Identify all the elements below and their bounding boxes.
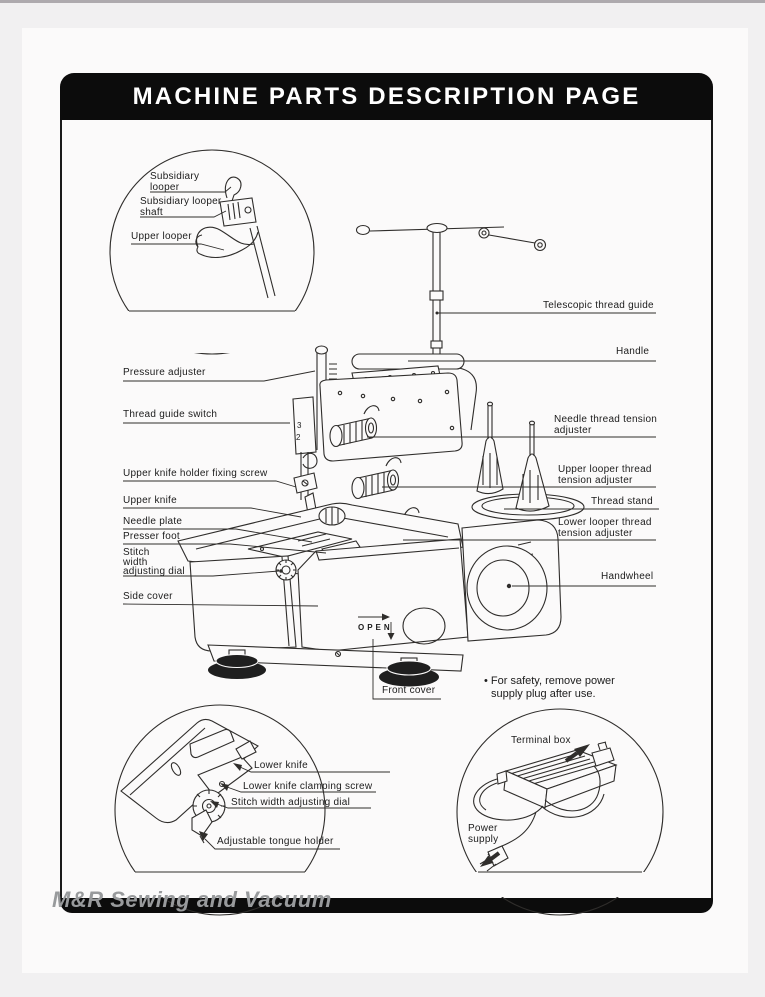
bottom-left-inset	[110, 704, 335, 916]
safety-note-line2: supply plug after use.	[491, 687, 596, 700]
label-thread-guide-switch: Thread guide switch	[123, 409, 218, 420]
label-stitch-width-adjusting-dial-inset: Stitch width adjusting dial	[231, 797, 351, 808]
label-adjustable-tongue-holder: Adjustable tongue holder	[217, 836, 334, 847]
label-upper-looper: Upper looper	[131, 231, 192, 242]
safety-note: • For safety, remove power supply plug a…	[484, 675, 659, 700]
bottom-bar	[60, 898, 713, 913]
bottom-right-inset	[450, 708, 672, 916]
switch-marking-3: 3	[297, 421, 302, 430]
leader-lines	[122, 186, 659, 850]
label-handwheel: Handwheel	[601, 571, 654, 582]
switch-marking-2: 2	[296, 433, 301, 442]
label-handle: Handle	[616, 346, 650, 357]
label-upper-knife: Upper knife	[123, 495, 177, 506]
label-front-cover: Front cover	[382, 685, 436, 696]
label-power-supply: Power supply	[468, 823, 499, 845]
title-bar: MACHINE PARTS DESCRIPTION PAGE	[60, 73, 713, 120]
label-needle-plate: Needle plate	[123, 516, 183, 527]
watermark: M&R Sewing and Vacuum	[52, 887, 332, 912]
label-lower-looper-thread-tension-adjuster: Lower looper thread tension adjuster	[558, 517, 652, 539]
label-lower-knife: Lower knife	[254, 760, 308, 771]
label-pressure-adjuster: Pressure adjuster	[123, 367, 206, 378]
label-side-cover: Side cover	[123, 591, 173, 602]
page-title: MACHINE PARTS DESCRIPTION PAGE	[132, 82, 641, 110]
page-top-edge	[0, 0, 765, 3]
label-stitch-width-adjusting-dial: Stitch width adjusting dial	[123, 547, 185, 577]
top-inset-circle	[104, 149, 322, 355]
open-marking: OPEN	[358, 623, 393, 632]
label-subsidiary-looper: Subsidiary looper	[150, 171, 200, 193]
label-lower-knife-clamping-screw: Lower knife clamping screw	[243, 781, 373, 792]
label-telescopic-thread-guide: Telescopic thread guide	[543, 300, 654, 311]
label-subsidiary-looper-shaft: Subsidiary looper shaft	[140, 196, 222, 218]
paper-sheet	[22, 28, 748, 973]
label-upper-knife-holder-fixing-screw: Upper knife holder fixing screw	[123, 468, 268, 479]
content-frame	[60, 120, 713, 898]
label-upper-looper-thread-tension-adjuster: Upper looper thread tension adjuster	[558, 464, 652, 486]
label-needle-thread-tension-adjuster: Needle thread tension adjuster	[554, 414, 658, 436]
label-presser-foot: Presser foot	[123, 531, 180, 542]
label-thread-stand: Thread stand	[591, 496, 653, 507]
label-terminal-box: Terminal box	[511, 735, 571, 746]
machine-body	[177, 222, 585, 687]
safety-note-line1: • For safety, remove power	[484, 675, 615, 687]
